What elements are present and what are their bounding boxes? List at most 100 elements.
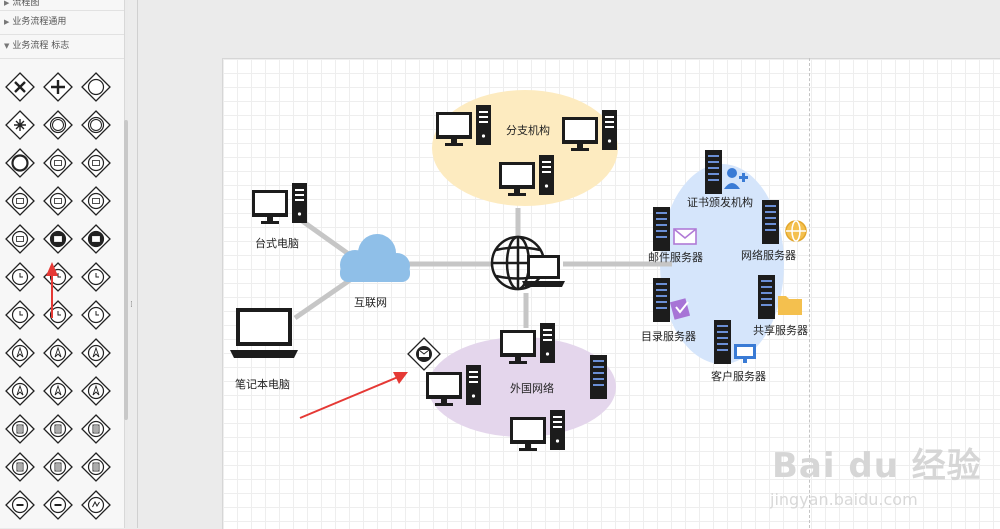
laptop-icon[interactable]: [230, 308, 298, 358]
server-icon[interactable]: [762, 200, 779, 244]
laptop-label: 笔记本电脑: [235, 377, 290, 391]
sidebar-scrollbar[interactable]: [124, 120, 128, 420]
shape-gateway-escalation-5[interactable]: [42, 375, 74, 407]
server-icon[interactable]: [653, 207, 670, 251]
server-icon[interactable]: [590, 355, 607, 399]
shape-gateway-message-3[interactable]: [4, 185, 36, 217]
shape-gateway-message[interactable]: [42, 147, 74, 179]
shape-exclusive-gateway[interactable]: [4, 71, 36, 103]
server-icon[interactable]: [705, 150, 722, 194]
shape-gateway-conditional-6[interactable]: [80, 451, 112, 483]
shape-event-based-gateway[interactable]: [4, 109, 36, 141]
annotation-arrow-icon: [299, 372, 408, 419]
shape-gateway-timer[interactable]: [4, 261, 36, 293]
shape-gateway-message-6[interactable]: [4, 223, 36, 255]
client-server-label: 客户服务器: [711, 369, 766, 383]
server-icon[interactable]: [714, 320, 731, 364]
server-icon[interactable]: [758, 275, 775, 319]
hub-laptop-icon[interactable]: [522, 255, 565, 287]
shape-gateway-message-filled[interactable]: [42, 223, 74, 255]
shape-gateway-double-circle-2[interactable]: [80, 109, 112, 141]
gateway-icon: [5, 300, 35, 330]
shape-gateway-timer-3[interactable]: [80, 261, 112, 293]
server-zone[interactable]: [660, 164, 784, 364]
gateway-icon: [43, 224, 73, 254]
category-business-process-markers[interactable]: ▼业务流程 标志: [0, 35, 124, 59]
share-server-label: 共享服务器: [753, 323, 808, 337]
gateway-icon: [5, 72, 35, 102]
gateway-icon: [43, 186, 73, 216]
gateway-icon: [81, 300, 111, 330]
shape-gateway-escalation-3[interactable]: [80, 337, 112, 369]
gateway-icon: [81, 262, 111, 292]
shape-gateway-escalation-6[interactable]: [80, 375, 112, 407]
monitor-small-icon: [734, 344, 756, 363]
gateway-icon: [43, 148, 73, 178]
message-gateway-shape[interactable]: [407, 337, 441, 371]
category-business-process-common[interactable]: ▶业务流程通用: [0, 11, 124, 35]
category-label: 业务流程 标志: [12, 41, 70, 51]
gateway-icon: [43, 414, 73, 444]
gateway-icon: [43, 376, 73, 406]
annotation-arrow-icon: [46, 262, 58, 318]
shape-gateway-empty[interactable]: [80, 71, 112, 103]
gateway-icon: [81, 414, 111, 444]
gateway-icon: [81, 490, 111, 520]
gateway-icon: [81, 338, 111, 368]
shape-gateway-message-2[interactable]: [80, 147, 112, 179]
shape-gateway-circle-thick[interactable]: [4, 147, 36, 179]
shape-gateway-conditional-3[interactable]: [80, 413, 112, 445]
shape-gateway-signal[interactable]: [80, 489, 112, 521]
desktop-computer-icon[interactable]: [252, 190, 288, 224]
gateway-icon: [5, 490, 35, 520]
computer-tower-icon: [602, 110, 617, 150]
shape-gateway-timer-4[interactable]: [4, 299, 36, 331]
gateway-icon: [43, 490, 73, 520]
shape-gateway-escalation-2[interactable]: [42, 337, 74, 369]
shape-gateway-message-filled-2[interactable]: [80, 223, 112, 255]
shape-gateway-timer-6[interactable]: [80, 299, 112, 331]
shape-gateway-conditional[interactable]: [4, 413, 36, 445]
globe-small-icon: [785, 220, 807, 242]
shape-gateway-message-5[interactable]: [80, 185, 112, 217]
gateway-icon: [5, 110, 35, 140]
network-server-label: 网络服务器: [741, 248, 796, 262]
gateway-icon: [5, 376, 35, 406]
shape-gateway-message-4[interactable]: [42, 185, 74, 217]
gateway-icon: [5, 224, 35, 254]
shape-gateway-double-circle[interactable]: [42, 109, 74, 141]
gateway-icon: [5, 338, 35, 368]
gateway-icon: [81, 148, 111, 178]
shape-gateway-conditional-2[interactable]: [42, 413, 74, 445]
mail-icon: [673, 228, 697, 245]
gateway-icon: [5, 186, 35, 216]
server-icon[interactable]: [653, 278, 670, 322]
gateway-icon: [81, 376, 111, 406]
shape-gateway-cancel[interactable]: [4, 489, 36, 521]
gateway-icon: [5, 262, 35, 292]
shape-gateway-escalation[interactable]: [4, 337, 36, 369]
panel-divider[interactable]: [128, 0, 138, 528]
shape-gateway-conditional-5[interactable]: [42, 451, 74, 483]
computer-icon[interactable]: [510, 417, 546, 451]
collapse-handle-icon[interactable]: ⁞: [130, 300, 133, 310]
shape-gateway-cancel-2[interactable]: [42, 489, 74, 521]
gateway-icon: [5, 452, 35, 482]
foreign-network-zone[interactable]: [428, 337, 616, 437]
cloud-icon[interactable]: [340, 234, 410, 282]
page-boundary-line: [809, 58, 810, 528]
computer-tower-icon: [539, 155, 554, 195]
category-label: 业务流程通用: [12, 17, 67, 27]
branch-office-label: 分支机构: [506, 123, 550, 137]
watermark: Bai du 经验 jingyan.baidu.com: [762, 438, 1000, 528]
shape-gateway-conditional-4[interactable]: [4, 451, 36, 483]
computer-tower-icon: [466, 365, 481, 405]
shape-parallel-gateway[interactable]: [42, 71, 74, 103]
gateway-icon: [81, 72, 111, 102]
shape-gateway-escalation-4[interactable]: [4, 375, 36, 407]
category-flowchart[interactable]: ▶流程图: [0, 0, 124, 11]
computer-tower-icon: [550, 410, 565, 450]
folder-icon: [778, 296, 802, 315]
shape-library-panel: ▶流程图 ▶业务流程通用 ▼业务流程 标志: [0, 0, 125, 528]
